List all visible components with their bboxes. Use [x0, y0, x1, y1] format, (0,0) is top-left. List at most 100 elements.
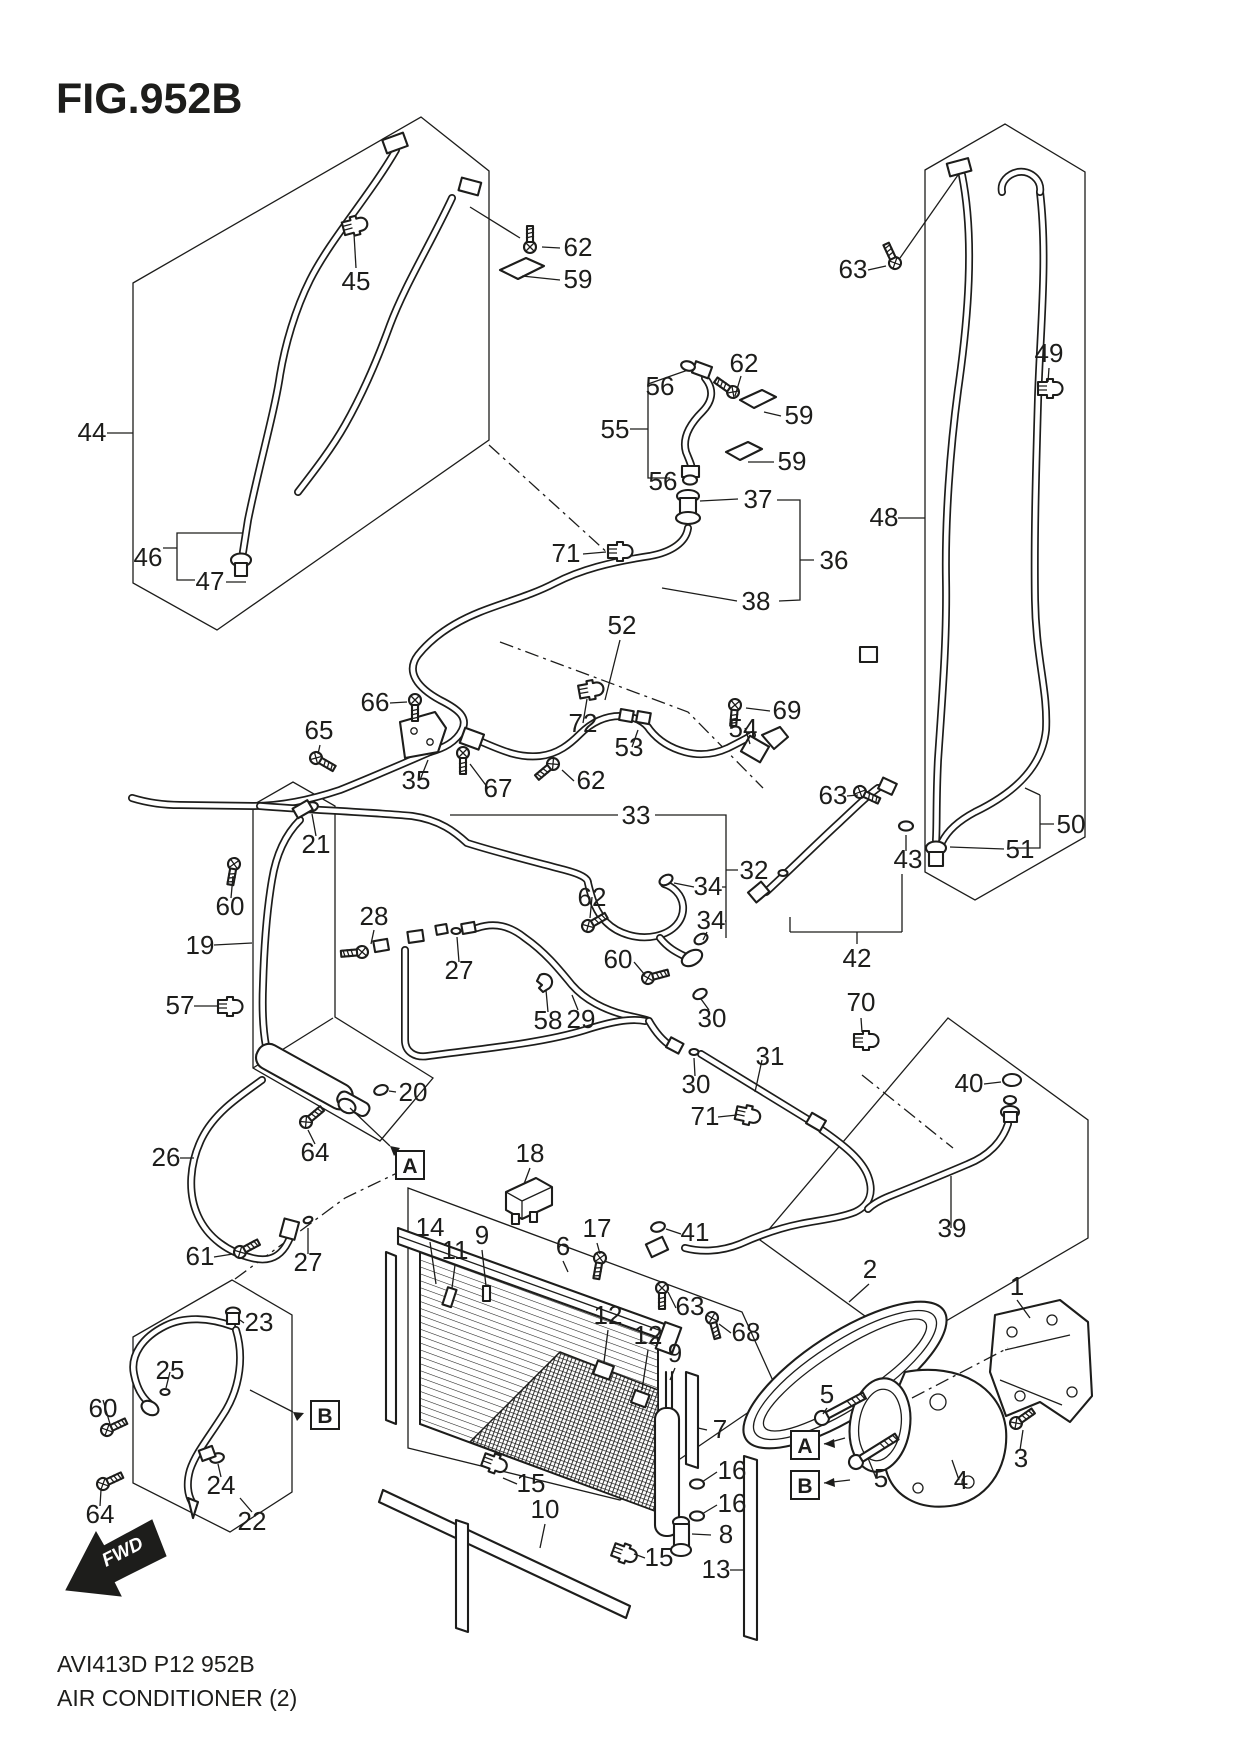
belt-2-icon	[742, 1300, 948, 1450]
bracket-1-icon	[988, 1298, 1094, 1424]
part-callout-25: 25	[156, 1355, 185, 1385]
part-callout-17: 17	[583, 1213, 612, 1243]
part-callout-22: 22	[238, 1506, 267, 1536]
part-callout-30: 30	[682, 1069, 711, 1099]
footer-code: AVI413D P12 952B	[57, 1651, 255, 1677]
leader-lines	[99, 233, 1054, 1571]
part-callout-1: 1	[1010, 1271, 1024, 1301]
part-callout-24: 24	[207, 1470, 236, 1500]
svg-text:B: B	[797, 1475, 812, 1498]
part-callout-44: 44	[78, 417, 107, 447]
part-callout-58: 58	[534, 1005, 563, 1035]
ref-box-B: B	[310, 1400, 340, 1430]
side-seal-14-icon	[384, 1250, 398, 1426]
part-callout-62: 62	[564, 232, 593, 262]
part-callout-26: 26	[152, 1142, 181, 1172]
part-callout-12: 12	[594, 1300, 623, 1330]
part-callout-23: 23	[245, 1307, 274, 1337]
part-callout-9: 9	[668, 1338, 682, 1368]
plug-8-icon	[669, 1515, 693, 1558]
part-callout-16: 16	[718, 1488, 747, 1518]
clamp-57-icon	[216, 995, 244, 1018]
grommet-37-icon	[674, 488, 702, 526]
part-callout-55: 55	[601, 414, 630, 444]
part-callout-59: 59	[564, 264, 593, 294]
part-callout-18: 18	[516, 1138, 545, 1168]
part-callout-20: 20	[399, 1077, 428, 1107]
hoses-and-pipes	[128, 146, 1051, 1506]
cover-59-icon	[498, 256, 546, 281]
part-callout-68: 68	[732, 1317, 761, 1347]
condenser-assembly	[377, 1176, 759, 1642]
part-callout-30: 30	[698, 1003, 727, 1033]
part-callout-14: 14	[416, 1212, 445, 1242]
relay-18-icon	[504, 1176, 554, 1226]
part-callout-34: 34	[697, 905, 726, 935]
part-number-callouts: 4445625946475655625959563736384863495051…	[78, 232, 1086, 1584]
part-callout-34: 34	[694, 871, 723, 901]
part-callout-71: 71	[552, 538, 581, 568]
part-callout-59: 59	[778, 446, 807, 476]
ref-box-B: B	[790, 1470, 820, 1500]
drier-tube-icon	[653, 1406, 681, 1538]
pipe-9-icon	[664, 1370, 674, 1410]
part-callout-27: 27	[294, 1247, 323, 1277]
bracket-35-icon	[398, 710, 448, 760]
part-callout-62: 62	[577, 765, 606, 795]
part-callout-64: 64	[301, 1137, 330, 1167]
part-callout-70: 70	[847, 987, 876, 1017]
part-callout-8: 8	[719, 1519, 733, 1549]
part-callout-60: 60	[216, 891, 245, 921]
part-callout-21: 21	[302, 829, 331, 859]
part-callout-42: 42	[843, 943, 872, 973]
clamp-71-icon	[606, 540, 634, 563]
part-callout-2: 2	[863, 1254, 877, 1284]
part-callout-45: 45	[342, 266, 371, 296]
part-callout-5: 5	[820, 1379, 834, 1409]
part-callout-6: 6	[556, 1231, 570, 1261]
part-callout-43: 43	[894, 844, 923, 874]
part-callout-62: 62	[578, 882, 607, 912]
part-callout-5: 5	[874, 1463, 888, 1493]
seal-7-icon	[684, 1370, 700, 1470]
ref-box-A: A	[790, 1430, 820, 1460]
part-callout-4: 4	[954, 1465, 968, 1495]
part-callout-51: 51	[1006, 834, 1035, 864]
part-callout-7: 7	[713, 1414, 727, 1444]
part-callout-47: 47	[196, 566, 225, 596]
part-callout-10: 10	[531, 1494, 560, 1524]
part-callout-59: 59	[785, 400, 814, 430]
part-callout-50: 50	[1057, 809, 1086, 839]
part-callout-40: 40	[955, 1068, 984, 1098]
part-callout-29: 29	[567, 1004, 596, 1034]
clamp-49-icon	[1036, 377, 1064, 400]
part-callout-53: 53	[615, 732, 644, 762]
hose-end-fitting	[381, 131, 409, 155]
part-callout-27: 27	[445, 955, 474, 985]
clamp-70-icon	[852, 1029, 880, 1052]
figure-title: FIG.952B	[56, 75, 242, 123]
ref-box-A: A	[395, 1150, 425, 1180]
part-callout-35: 35	[402, 765, 431, 795]
part-callout-63: 63	[676, 1291, 705, 1321]
part-callout-36: 36	[820, 545, 849, 575]
clip-58-icon	[535, 972, 554, 994]
part-callout-15: 15	[645, 1542, 674, 1572]
part-callout-37: 37	[744, 484, 773, 514]
part-callout-56: 56	[649, 466, 678, 496]
part-callout-11: 11	[442, 1235, 469, 1265]
part-callout-46: 46	[134, 542, 163, 572]
part-callout-16: 16	[718, 1455, 747, 1485]
part-callout-32: 32	[740, 855, 769, 885]
part-callout-57: 57	[166, 990, 195, 1020]
part-callout-61: 61	[186, 1241, 215, 1271]
cap-40-icon	[1001, 1072, 1023, 1088]
compressor-4-icon	[848, 1368, 1008, 1508]
part-callout-9: 9	[475, 1220, 489, 1250]
part-callout-38: 38	[742, 586, 771, 616]
pillar-13-icon	[742, 1454, 759, 1642]
footer-name: AIR CONDITIONER (2)	[57, 1685, 297, 1711]
fwd-arrow: FWD	[65, 1519, 167, 1597]
